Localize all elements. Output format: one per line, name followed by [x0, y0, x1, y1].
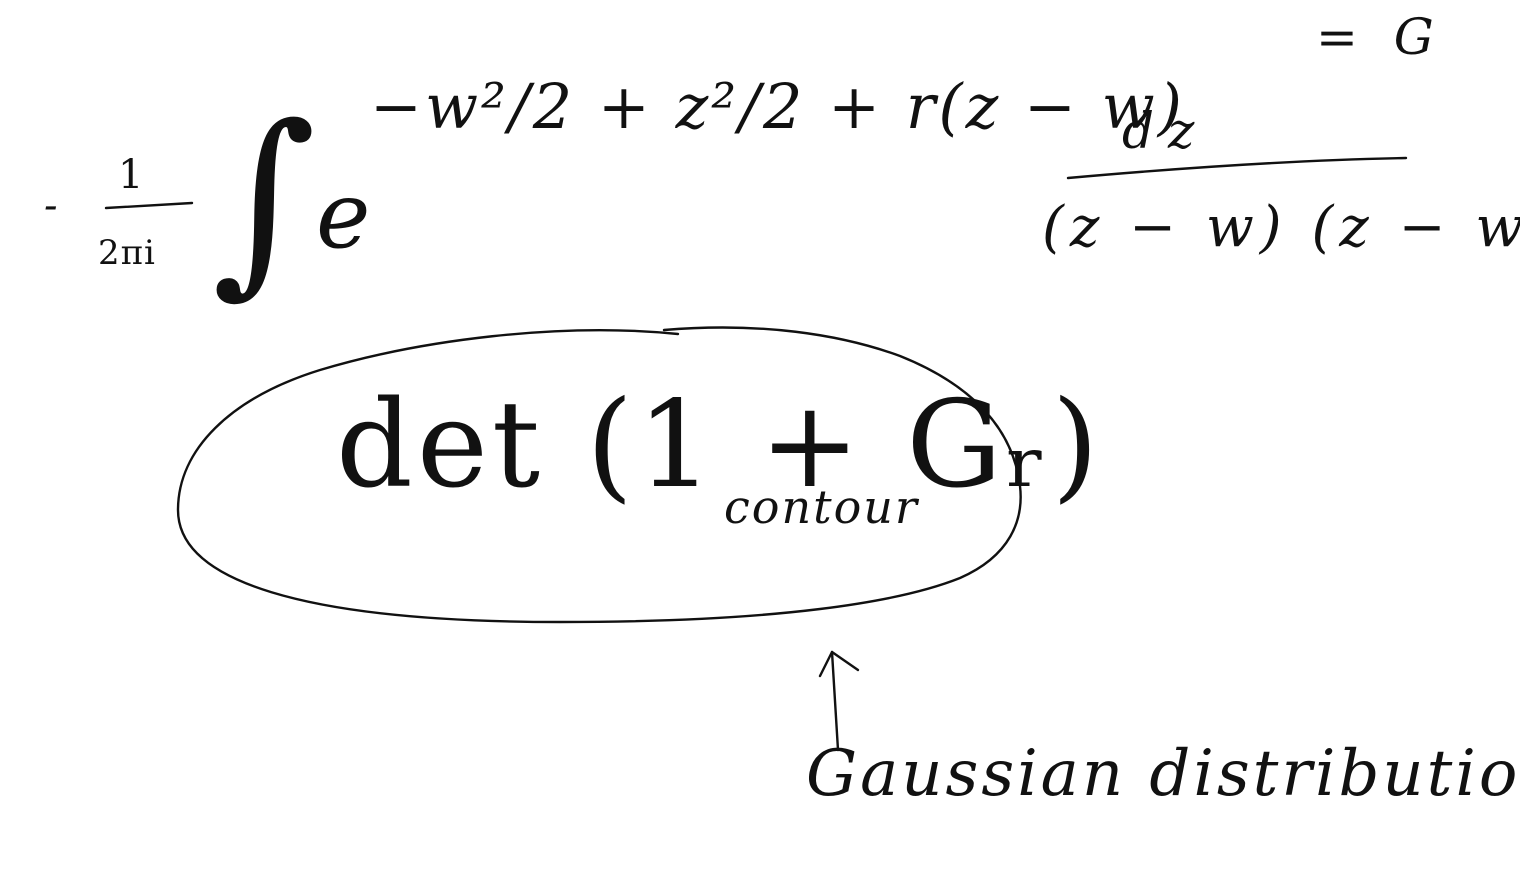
minus-sign: - [44, 183, 58, 229]
prefactor-denominator: 2πi [98, 233, 156, 273]
contour-ellipse [176, 326, 1022, 624]
determinant-expression: det (1 + Gᵣ) [336, 376, 1103, 515]
fraction-numerator: dz [1122, 102, 1209, 160]
determinant-subscript: contour [724, 480, 919, 534]
integral-sign: ∫ [212, 83, 317, 316]
arrow-head [818, 650, 860, 678]
fraction-denominator: (z − w) (z − w′) [1042, 195, 1520, 260]
prefactor-numerator: 1 [118, 152, 144, 198]
main-fraction-bar [1066, 156, 1408, 180]
exp-base: e [316, 162, 371, 269]
equals-g: = G [1316, 8, 1444, 66]
exponent: −w²/2 + z²/2 + r(z − w) [370, 70, 1185, 143]
prefactor-fraction-bar [104, 201, 194, 210]
caption-text: Gaussian distribution [806, 737, 1520, 811]
arrow-shaft [830, 650, 840, 752]
